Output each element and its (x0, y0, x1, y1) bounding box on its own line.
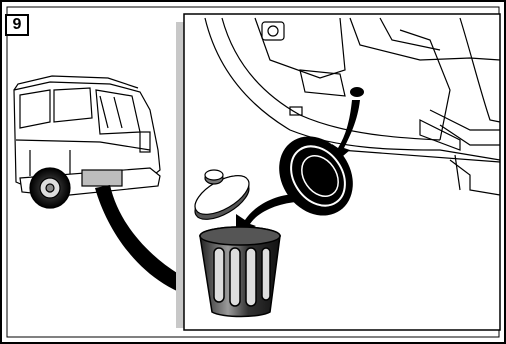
plug-hole (350, 87, 364, 97)
plug-cap (194, 169, 250, 220)
bumper-closeup (204, 17, 501, 196)
rubber-plug (279, 136, 353, 216)
step-number-badge: 9 (5, 14, 29, 36)
trash-bin-icon (199, 226, 281, 318)
arrow-icon (236, 194, 296, 236)
minivan-rear-view (13, 75, 161, 209)
arrow-icon (332, 100, 360, 162)
